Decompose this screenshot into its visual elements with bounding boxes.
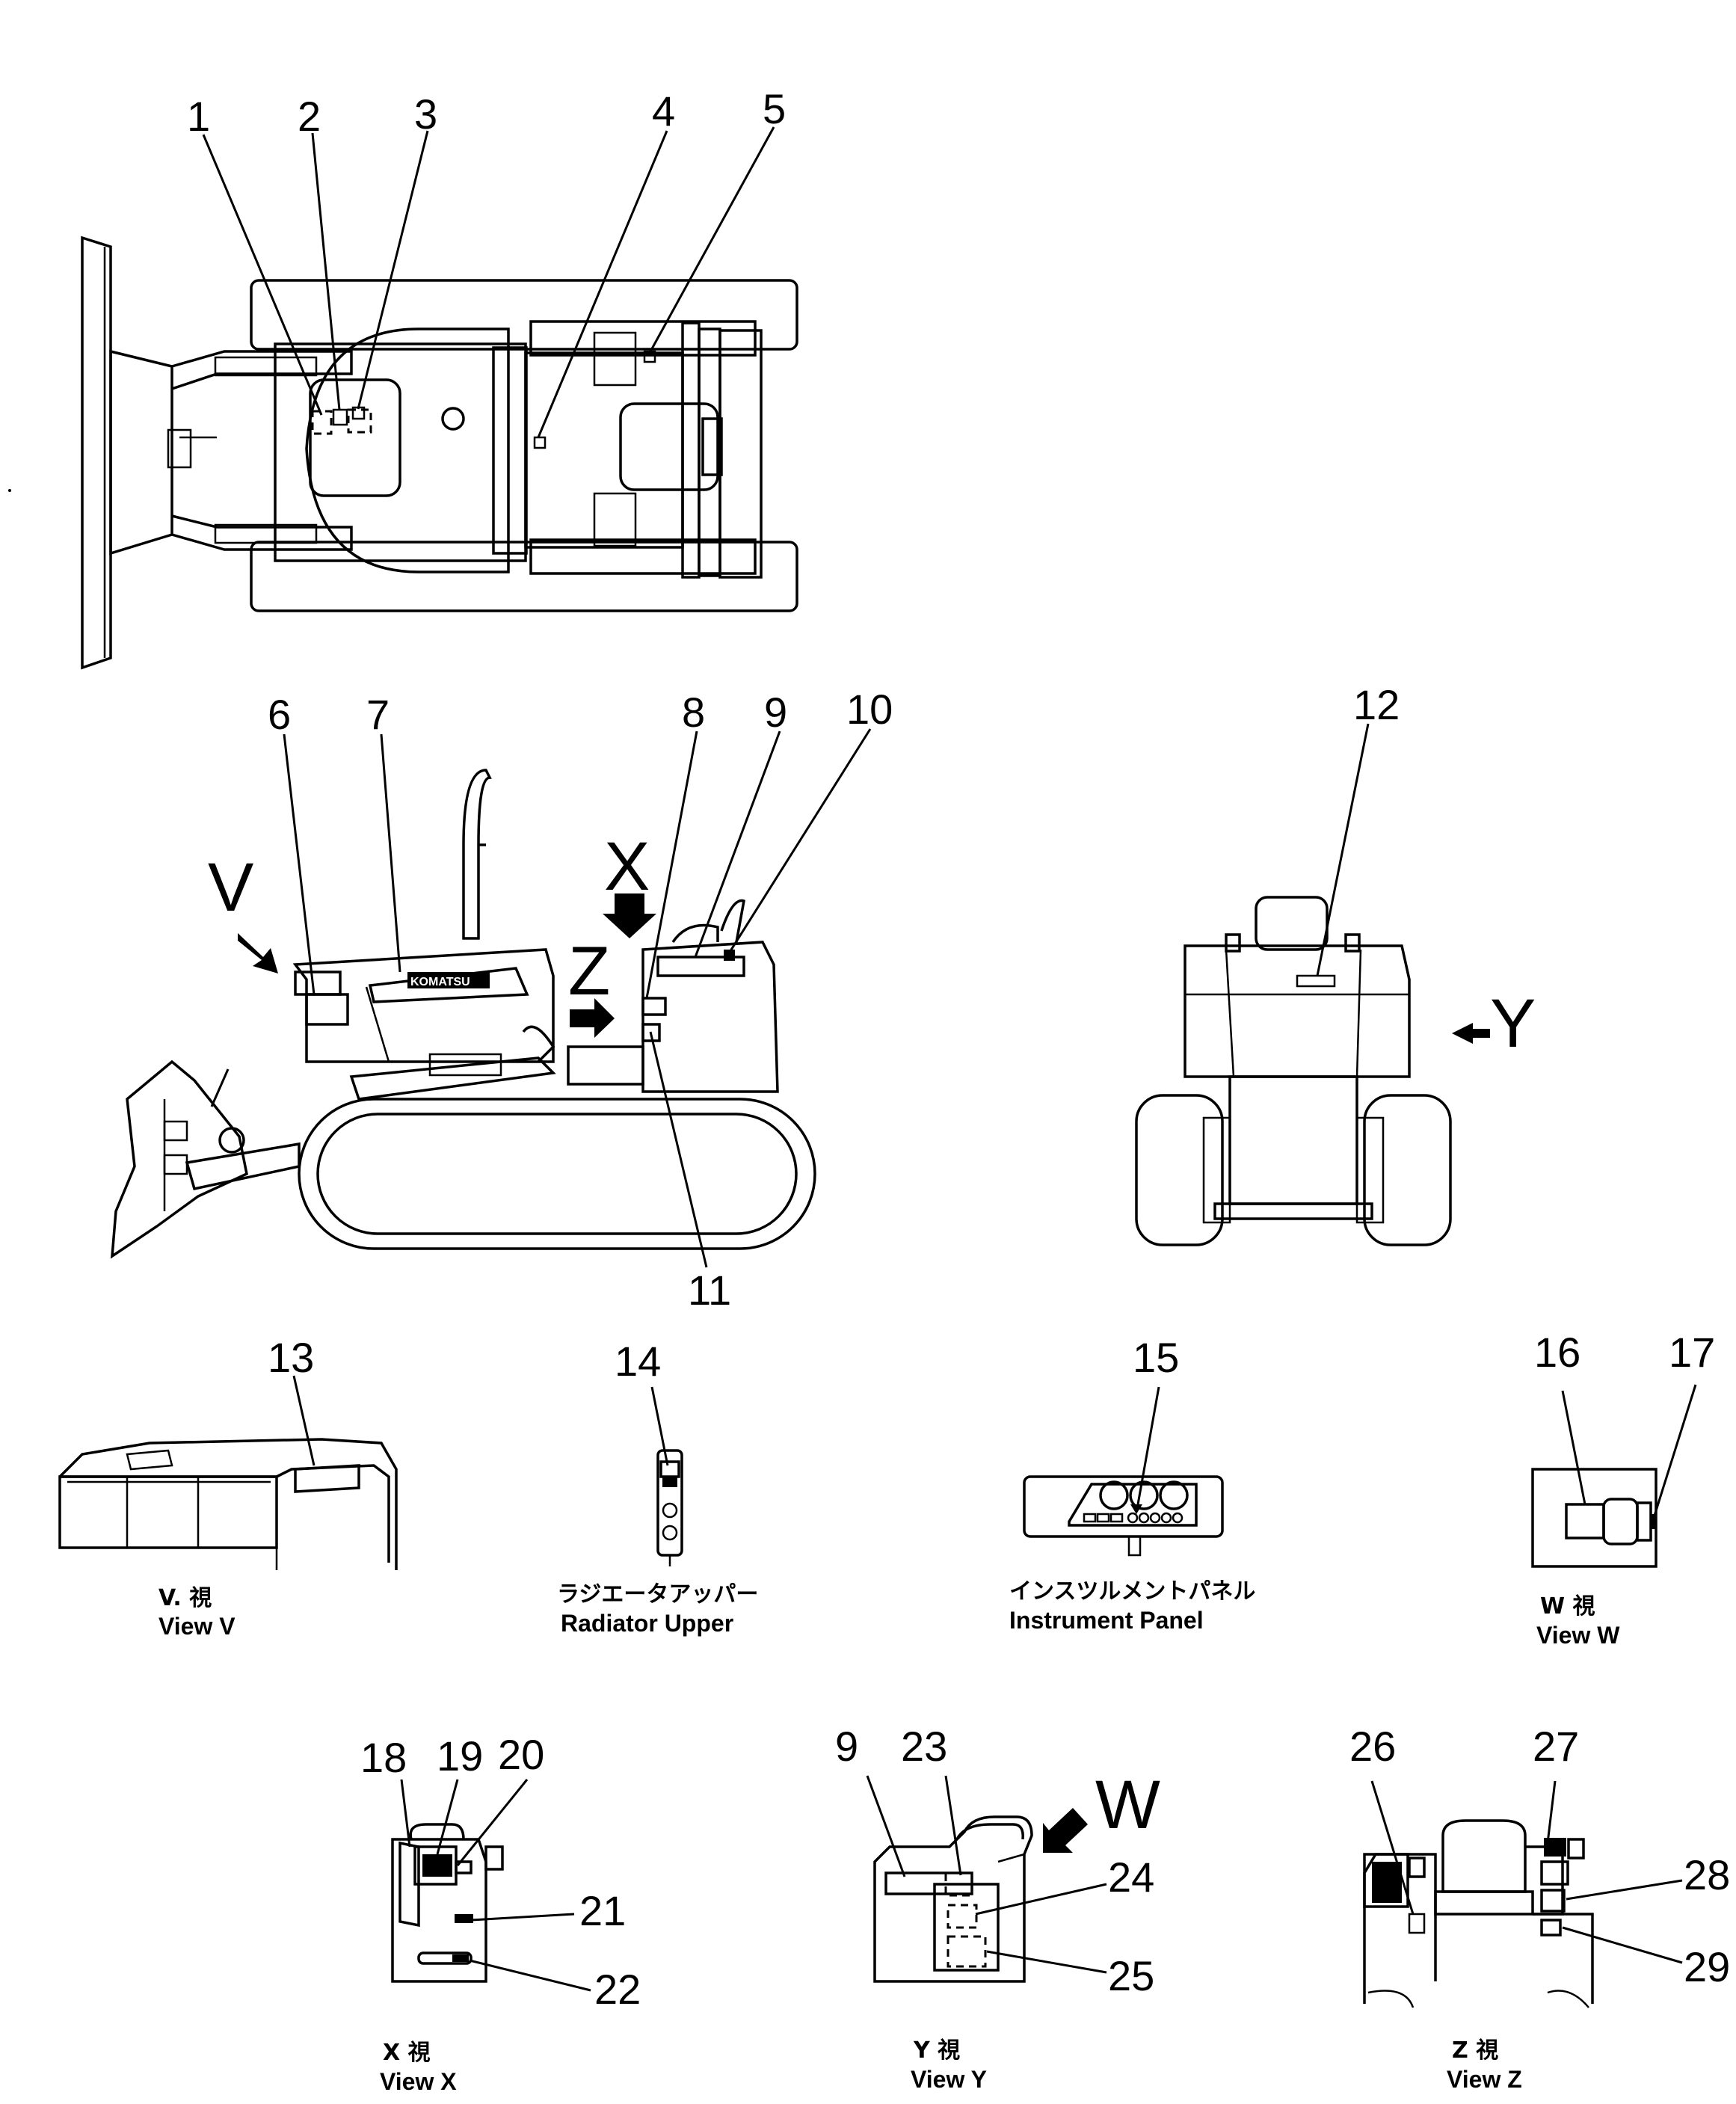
callout-16: 16 bbox=[1534, 1329, 1580, 1376]
komatsu-badge-text: KOMATSU bbox=[410, 976, 470, 988]
callout-9: 9 bbox=[764, 689, 787, 736]
callout-13: 13 bbox=[268, 1334, 314, 1381]
top-view-drawing bbox=[81, 126, 798, 670]
view-y-drawing bbox=[873, 1815, 1033, 1983]
caption-view-w-jp: W 視 bbox=[1540, 1593, 1595, 1619]
caption-radiator-en: Radiator Upper bbox=[561, 1610, 733, 1637]
callout-7: 7 bbox=[366, 691, 390, 738]
caption-panel-en: Instrument Panel bbox=[1009, 1607, 1204, 1634]
caption-view-z-en: View Z bbox=[1447, 2066, 1522, 2093]
caption-view-x-jp: X 視 bbox=[383, 2040, 431, 2066]
callout-2: 2 bbox=[298, 93, 321, 140]
callout-5: 5 bbox=[763, 85, 786, 132]
callout-18: 18 bbox=[360, 1734, 407, 1781]
caption-view-z-jp: Z 視 bbox=[1452, 2037, 1498, 2064]
callout-17: 17 bbox=[1669, 1329, 1715, 1376]
stray-dot bbox=[8, 489, 11, 492]
callout-14: 14 bbox=[615, 1338, 661, 1385]
caption-view-v-en: View V bbox=[158, 1613, 236, 1640]
callout-15: 15 bbox=[1133, 1334, 1179, 1381]
view-z-drawing bbox=[1363, 1819, 1594, 2008]
callout-21: 21 bbox=[579, 1887, 626, 1934]
callout-8: 8 bbox=[682, 689, 705, 736]
callout-9-view-y: 9 bbox=[835, 1723, 858, 1770]
rear-view-drawing bbox=[1135, 896, 1452, 1246]
view-x-drawing bbox=[391, 1823, 504, 1983]
callout-1: 1 bbox=[187, 93, 210, 140]
caption-view-x-en: View X bbox=[380, 2068, 457, 2095]
callout-19: 19 bbox=[437, 1732, 483, 1780]
callout-22: 22 bbox=[594, 1966, 641, 2013]
view-arrows-side bbox=[238, 893, 1490, 1044]
callout-20: 20 bbox=[498, 1731, 544, 1778]
callout-26: 26 bbox=[1349, 1723, 1396, 1770]
view-letter-v: V bbox=[208, 849, 253, 926]
komatsu-badge bbox=[407, 972, 490, 988]
caption-panel-jp: インスツルメントパネル bbox=[1009, 1578, 1255, 1605]
callout-6: 6 bbox=[268, 691, 291, 738]
caption-view-w-en: View W bbox=[1536, 1622, 1620, 1649]
callout-27: 27 bbox=[1533, 1723, 1579, 1770]
view-w-drawing bbox=[1531, 1468, 1657, 1568]
callout-25: 25 bbox=[1108, 1952, 1154, 1999]
callout-4: 4 bbox=[652, 87, 675, 135]
side-view-drawing: KOMATSU bbox=[110, 769, 816, 1259]
caption-view-y-jp: Y 視 bbox=[913, 2037, 960, 2064]
callout-12: 12 bbox=[1353, 681, 1400, 728]
caption-view-y-en: View Y bbox=[911, 2066, 987, 2093]
callout-11: 11 bbox=[688, 1267, 731, 1314]
callout-24: 24 bbox=[1108, 1854, 1154, 1901]
callout-28: 28 bbox=[1684, 1851, 1730, 1898]
caption-radiator-jp: ラジエータアッパー bbox=[557, 1581, 758, 1608]
callout-3: 3 bbox=[414, 90, 437, 138]
radiator-upper-drawing bbox=[656, 1449, 683, 1566]
view-v-drawing bbox=[58, 1438, 398, 1570]
caption-view-v-jp: V. 視 bbox=[158, 1585, 212, 1611]
callout-23: 23 bbox=[901, 1723, 947, 1770]
view-letter-w: W bbox=[1095, 1767, 1160, 1843]
view-letter-z: Z bbox=[568, 933, 610, 1009]
callout-29: 29 bbox=[1684, 1943, 1730, 1990]
instrument-panel-drawing bbox=[1023, 1475, 1224, 1557]
view-letter-y: Y bbox=[1490, 985, 1536, 1062]
view-letter-x: X bbox=[604, 828, 650, 905]
callout-10: 10 bbox=[846, 686, 893, 733]
